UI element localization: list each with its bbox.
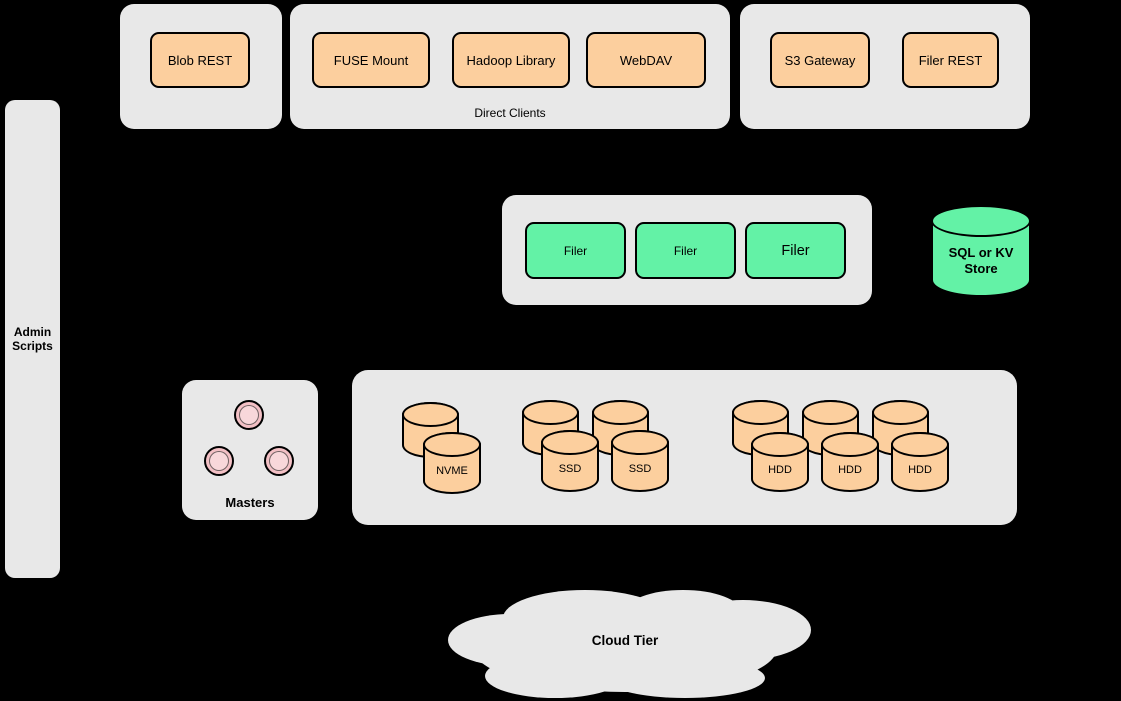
node-fuse-mount: FUSE Mount [312, 32, 430, 88]
nvme-label: NVME [436, 465, 468, 477]
hdd-label: HDD [768, 464, 792, 476]
group-filers: Filer Filer Filer [502, 195, 872, 305]
masters-label: Masters [225, 495, 275, 510]
node-filer-2: Filer [635, 222, 736, 279]
group-direct-clients: FUSE Mount Hadoop Library WebDAV Direct … [290, 4, 730, 129]
group-gateways: S3 Gateway Filer REST [740, 4, 1030, 129]
node-filer-3: Filer [745, 222, 846, 279]
ssd-cylinder: SSD [611, 430, 669, 492]
node-filer-1: Filer [525, 222, 626, 279]
direct-clients-title: Direct Clients [474, 106, 546, 120]
hdd-cylinder: HDD [821, 432, 879, 492]
hdd-label: HDD [908, 464, 932, 476]
node-s3-gateway: S3 Gateway [770, 32, 870, 88]
admin-scripts-bar: Admin Scripts [5, 100, 60, 578]
ssd-label: SSD [628, 463, 652, 475]
ssd-label: SSD [558, 463, 582, 475]
sql-kv-store-cylinder: SQL or KV Store [931, 205, 1031, 297]
cloud-tier-shape: Cloud Tier [435, 588, 815, 701]
group-masters: Masters [182, 380, 318, 520]
group-volume-servers: NVME SSD SSD HDD HDD HDD [352, 370, 1017, 525]
hdd-cylinder: HDD [891, 432, 949, 492]
sql-kv-store-label: SQL or KV Store [948, 245, 1014, 276]
cloud-icon [448, 590, 811, 698]
master-node-icon [234, 400, 264, 430]
group-blob-rest: Blob REST [120, 4, 282, 129]
hdd-label: HDD [838, 464, 862, 476]
hdd-cylinder: HDD [751, 432, 809, 492]
cloud-tier-label: Cloud Tier [591, 633, 659, 648]
master-node-icon [264, 446, 294, 476]
ssd-cylinder: SSD [541, 430, 599, 492]
master-node-icon [204, 446, 234, 476]
nvme-cylinder: NVME [423, 432, 481, 494]
node-filer-rest: Filer REST [902, 32, 999, 88]
node-hadoop-library: Hadoop Library [452, 32, 570, 88]
node-webdav: WebDAV [586, 32, 706, 88]
node-blob-rest: Blob REST [150, 32, 250, 88]
